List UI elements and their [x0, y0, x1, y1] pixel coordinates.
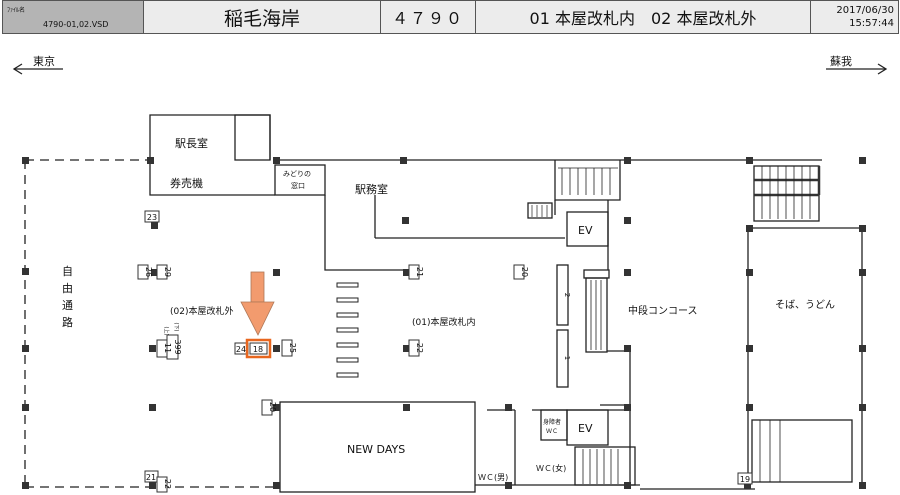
direction-tokyo: 東京: [33, 54, 55, 68]
column-1: 1: [563, 356, 571, 360]
area-concourse: 中段コンコース: [628, 304, 698, 317]
tag-20b: 20: [268, 402, 277, 412]
location-arrow-icon: [240, 271, 275, 336]
area-outside-gate: (02)本屋改札外: [170, 305, 233, 317]
accessible-wc-2: ＷＣ: [546, 428, 558, 435]
arrow-left-icon: [12, 63, 63, 75]
station-name: 稲毛海岸: [223, 7, 300, 30]
gates-cell: 01 本屋改札内 02 本屋改札外: [475, 0, 811, 34]
gates-title: 01 本屋改札内 02 本屋改札外: [529, 9, 757, 28]
station-code-cell: ４７９０: [380, 0, 476, 34]
arrow-right-icon: [826, 63, 888, 75]
accessible-wc-1: 身障者: [543, 418, 561, 426]
wc-women: ＷＣ(女): [536, 463, 566, 473]
column-2: 2: [563, 293, 571, 297]
tag-down: (下): [173, 323, 179, 332]
tag-399: 399: [173, 339, 182, 354]
free-passage-3: 通: [62, 299, 73, 312]
free-passage-1: 自: [62, 265, 73, 278]
station-name-cell: 稲毛海岸: [143, 0, 381, 34]
tag-26: 26: [144, 267, 153, 277]
newdays-shop: [279, 401, 476, 493]
file-name: 4790-01,02.VSD: [43, 20, 109, 29]
room-midori-1: みどりの: [283, 170, 311, 178]
room-ticket-machines: 券売機: [170, 176, 203, 190]
file-label: ﾌｧｲﾙ名: [7, 7, 26, 14]
highlight-box: [245, 338, 272, 359]
tag-24: 24: [236, 345, 246, 354]
shop-soba: そば、うどん: [775, 299, 835, 311]
tag-18: 18: [253, 345, 263, 354]
elevator-bottom-label: EV: [578, 422, 593, 435]
direction-soga: 蘇我: [830, 55, 852, 68]
tag-11: 11: [163, 343, 172, 353]
file-name-cell: ﾌｧｲﾙ名 4790-01,02.VSD: [2, 0, 144, 34]
date: 2017/06/30: [836, 5, 894, 16]
tag-29: 29: [163, 267, 172, 277]
free-passage-2: 由: [62, 281, 73, 295]
free-passage-4: 路: [62, 316, 73, 329]
area-inside-gate: (01)本屋改札内: [412, 316, 475, 328]
timestamp-cell: 2017/06/30 15:57:44: [810, 0, 899, 34]
tag-20: 20: [520, 267, 529, 277]
tag-23: 23: [147, 213, 157, 222]
elevator-bottom: [566, 409, 609, 446]
pillars: [22, 157, 866, 489]
station-code: ４７９０: [391, 9, 464, 28]
room-station-master: 駅長室: [175, 136, 208, 150]
tag-19: 19: [740, 475, 750, 484]
tag-21: 21: [415, 267, 424, 277]
tag-21b: 21: [146, 473, 156, 482]
room-office: 駅務室: [355, 182, 388, 196]
time: 15:57:44: [849, 18, 894, 29]
tag-25: 25: [288, 343, 297, 353]
tag-up: (上): [163, 327, 170, 336]
tag-22b: 22: [163, 479, 172, 489]
shop-newdays: NEW DAYS: [347, 443, 405, 456]
room-midori-2: 窓口: [291, 181, 305, 190]
wc-men: ＷＣ(男): [478, 473, 508, 482]
elevator-top-label: EV: [578, 224, 593, 237]
tag-22: 22: [415, 343, 424, 353]
